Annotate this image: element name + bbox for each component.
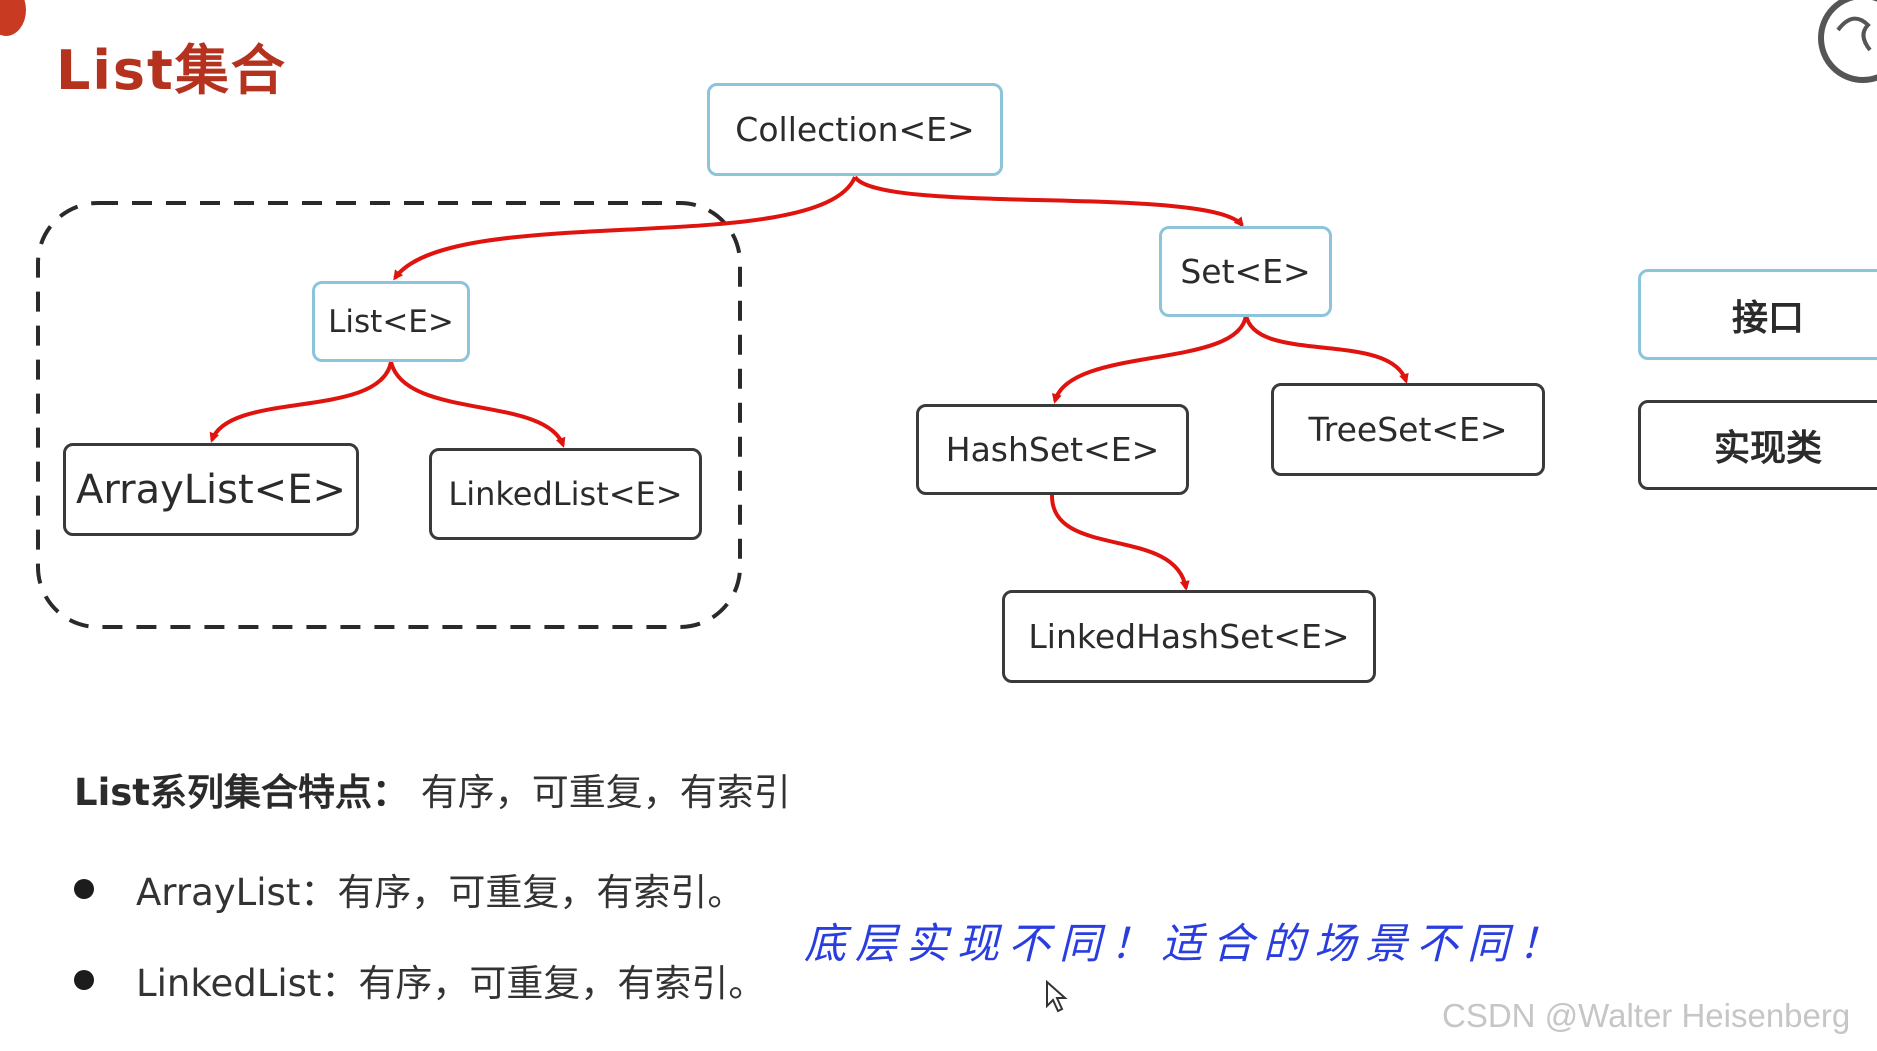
node-arraylist: ArrayList<E> (63, 443, 359, 536)
bullet-dot (74, 879, 94, 899)
node-treeset-label: TreeSet<E> (1308, 410, 1508, 449)
slide-title: List集合 (56, 39, 287, 102)
summary-text: 有序，可重复，有索引 (420, 771, 791, 814)
node-linkedlist-label: LinkedList<E> (448, 475, 683, 513)
edge-hashset-to-linkedhashset (1049, 493, 1190, 591)
edge-collection-to-set (853, 175, 1244, 228)
list-group-dashed-box (36, 201, 742, 629)
summary-label: List系列集合特点： (74, 771, 409, 814)
node-list: List<E> (312, 281, 470, 362)
mouse-cursor-icon (1046, 980, 1068, 1013)
handwritten-note: 底层实现不同！适合的场景不同！ (804, 919, 1570, 968)
edge-set-to-hashset (1052, 314, 1248, 404)
edge-collection-to-list (393, 176, 857, 281)
node-linkedhashset: LinkedHashSet<E> (1002, 590, 1376, 683)
node-hashset-label: HashSet<E> (945, 430, 1160, 469)
node-linkedlist: LinkedList<E> (429, 448, 702, 540)
legend-interface-label: 接口 (1731, 297, 1804, 339)
node-list-label: List<E> (328, 303, 454, 340)
logo-icon (1818, 0, 1877, 83)
bullet-arraylist-text: ArrayList：有序，可重复，有索引。 (136, 871, 745, 914)
watermark: CSDN @Walter Heisenberg (1442, 997, 1851, 1034)
node-collection-label: Collection<E> (735, 110, 975, 149)
legend-interface: 接口 (1638, 269, 1877, 360)
node-arraylist-label: ArrayList<E> (76, 466, 346, 513)
bullet-dot (74, 970, 94, 990)
legend-implementation: 实现类 (1638, 400, 1877, 490)
node-set-label: Set<E> (1180, 252, 1311, 291)
edge-list-to-linkedlist (389, 361, 566, 448)
bullet-linkedlist: LinkedList：有序，可重复，有索引。 (74, 953, 765, 1007)
node-set: Set<E> (1159, 226, 1332, 317)
bullet-linkedlist-text: LinkedList：有序，可重复，有索引。 (136, 962, 766, 1005)
edge-set-to-treeset (1244, 314, 1409, 384)
bullet-arraylist: ArrayList：有序，可重复，有索引。 (74, 862, 744, 916)
node-hashset: HashSet<E> (916, 404, 1189, 495)
edge-list-to-arraylist (209, 361, 393, 443)
node-treeset: TreeSet<E> (1271, 383, 1545, 476)
node-linkedhashset-label: LinkedHashSet<E> (1028, 617, 1350, 656)
node-collection: Collection<E> (707, 83, 1003, 176)
list-features-summary: List系列集合特点： 有序，可重复，有索引 (74, 762, 791, 816)
legend-implementation-label: 实现类 (1713, 428, 1822, 469)
